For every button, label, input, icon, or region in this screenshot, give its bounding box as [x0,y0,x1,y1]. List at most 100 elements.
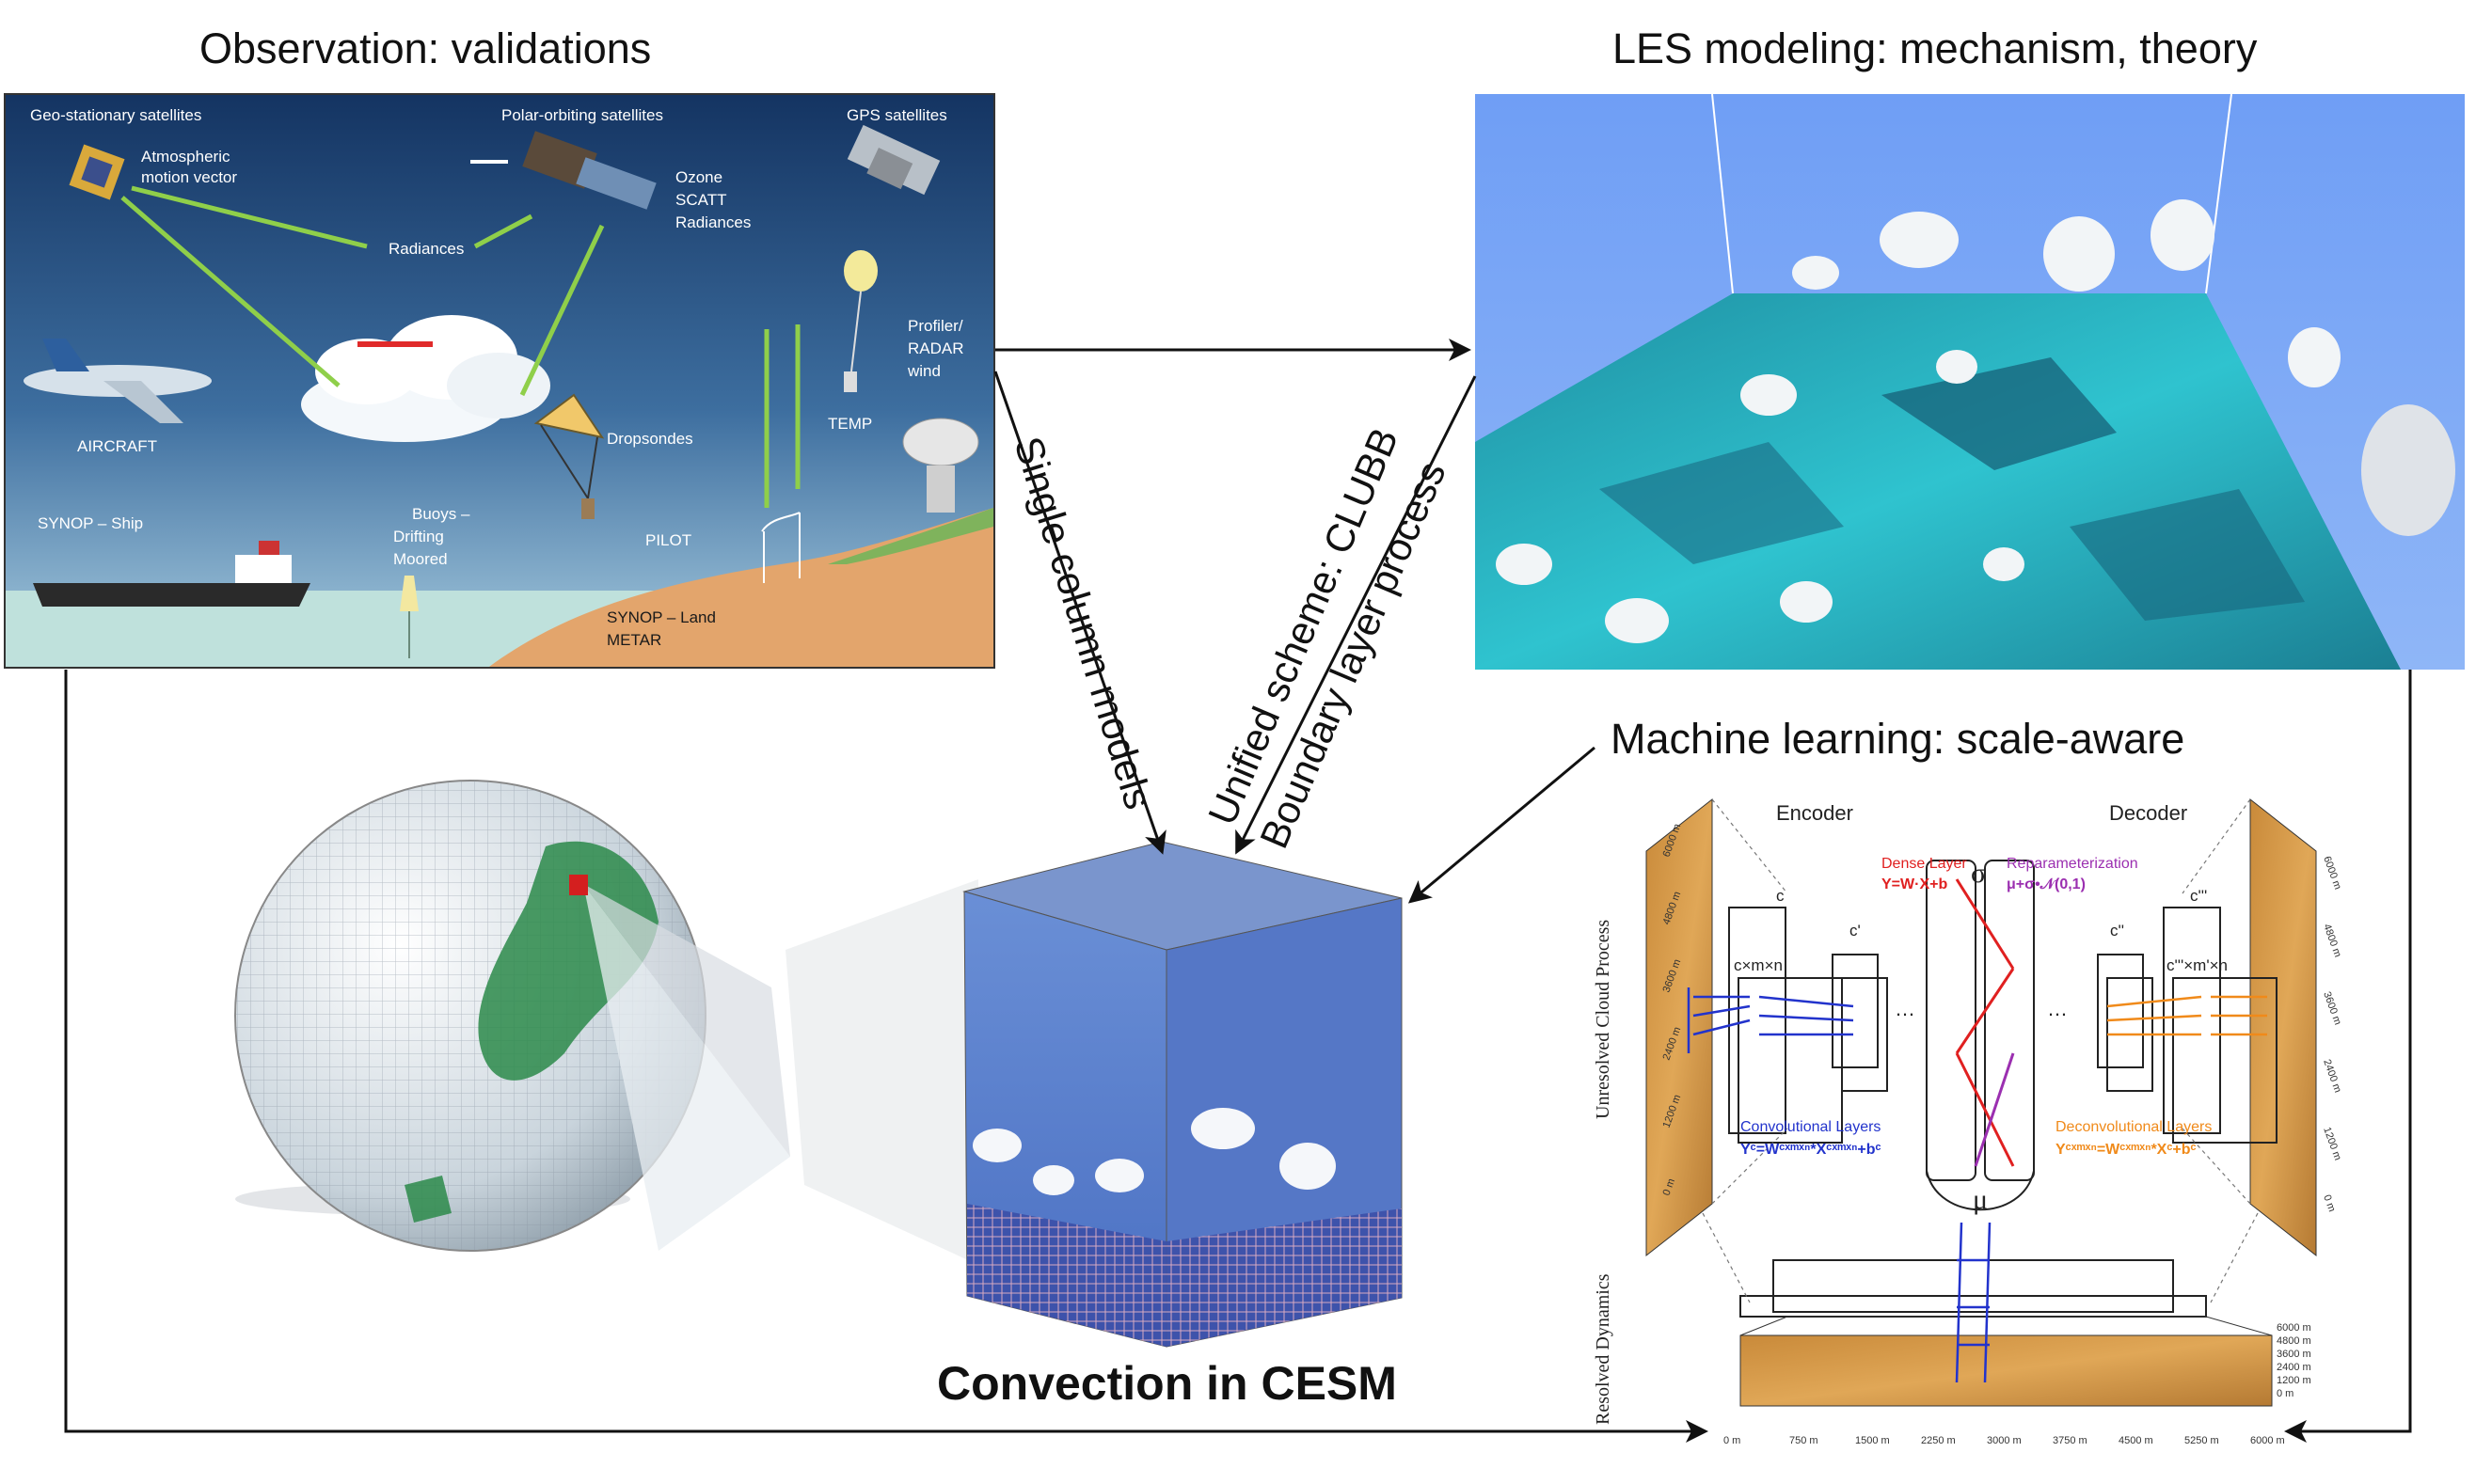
cloud-icon [301,315,550,442]
ml-cxmxn2: c'''×m'×n [2166,956,2228,974]
ml-c2: c'' [2110,922,2124,939]
ml-reparam: Reparameterization [2007,856,2138,872]
obs-label-profiler: Profiler/ [908,317,963,335]
profiler-icon [761,512,801,583]
cesm-cube [962,841,1403,1348]
observation-panel: Geo-stationary satellites Polar-orbiting… [4,93,995,669]
arrow-ml-to-cesm [1407,746,1595,904]
ml-decoder-label: Decoder [2109,801,2187,825]
buoy-icon [400,576,419,658]
obs-label-metar: METAR [607,631,661,649]
ml-c: c [1776,887,1785,905]
label-single-column: Single column models [1006,432,1161,814]
ml-dots-right: … [2047,997,2068,1020]
ml-slab-tick: 3600 m [2277,1349,2311,1360]
data-flow-arrows [120,185,801,508]
ml-left-tick: 0 m [1661,1177,1678,1197]
grid-cell-marker [569,875,588,895]
aircraft-icon [24,339,212,423]
ml-unresolved-label: Unresolved Cloud Process [1593,920,1613,1119]
ml-slab-tick: 0 m [2277,1388,2293,1399]
obs-label-pilot: PILOT [645,531,691,549]
ml-resolved-label: Resolved Dynamics [1593,1273,1613,1425]
decoder-deconv-lines [2106,995,2267,1036]
les-panel [1475,93,2465,670]
ml-panel [1645,797,2317,1407]
obs-label-buoys-1: Buoys – [412,505,470,523]
connector-arrows [64,339,2412,1443]
polar-satellite-icon [522,131,657,210]
obs-label-amv-1: Atmospheric [141,148,230,166]
les-clouds [1496,199,2455,643]
obs-label-scatt: SCATT [675,191,726,209]
ml-slab-tick: 6000 m [2277,1322,2311,1334]
observation-heading: Observation: validations [199,24,652,72]
radar-icon [902,418,979,513]
ml-c1: c' [1849,922,1861,939]
obs-label-synop-ship: SYNOP – Ship [38,514,143,532]
obs-label-wind: wind [907,362,941,380]
ml-cxmxn: c×m×n [1734,956,1783,974]
arrow-les-to-ml [2284,670,2412,1443]
dropsonde-icon [533,393,605,519]
obs-label-polar: Polar-orbiting satellites [501,106,663,124]
obs-label-radiances-2: Radiances [675,213,751,231]
ml-right-tick: 6000 m [2321,855,2343,892]
obs-label-buoys-3: Moored [393,550,448,568]
obs-label-radiances: Radiances [389,240,464,258]
obs-label-dropsondes: Dropsondes [607,430,693,448]
obs-label-radar: RADAR [908,339,964,357]
obs-label-synop-land: SYNOP – Land [607,608,716,626]
ml-bottom-tick: 6000 m [2250,1435,2285,1446]
ml-bottom-tick: 3000 m [1987,1435,2022,1446]
ml-right-tick: 4800 m [2321,923,2343,959]
encoder-blocks [1728,860,2278,1211]
ml-slab-tick: 1200 m [2277,1375,2311,1386]
ml-heading: Machine learning: scale-aware [1611,715,2185,763]
obs-label-gps: GPS satellites [847,106,947,124]
gps-satellite-icon [847,124,941,196]
ml-c3: c''' [2190,887,2207,905]
cube-clouds [973,1108,1336,1195]
encoder-conv-lines [1687,987,1854,1053]
ml-bottom-tick: 3750 m [2053,1435,2087,1446]
ml-bottom-tick: 750 m [1789,1435,1818,1446]
ml-dense-eq: Y=W·X+b [1881,876,1947,892]
ml-bottom-tick: 5250 m [2184,1435,2219,1446]
arrow-single-column [993,371,1167,855]
cesm-globe [234,780,978,1265]
ml-right-tick: 1200 m [2321,1126,2343,1162]
resolved-column-lines [1955,1222,1992,1383]
ml-mu: μ [1973,1184,1988,1215]
ml-dots-left: … [1895,997,1915,1020]
latent-lines [1955,878,2015,1167]
ml-slab-tick: 2400 m [2277,1362,2311,1373]
obs-label-amv-2: motion vector [141,168,237,186]
ml-conv-layers: Convolutional Layers [1740,1119,1881,1135]
ml-deconv-layers: Deconvolutional Layers [2055,1119,2212,1135]
ml-conv-eq: Yᶜ=Wᶜˣᵐˣⁿ*Xᶜˣᵐˣⁿ+bᶜ [1740,1142,1881,1158]
balloon-icon [844,250,878,392]
ml-bottom-tick: 1500 m [1855,1435,1890,1446]
ml-dense-layer: Dense Layer [1881,856,1967,872]
ml-right-tick: 0 m [2321,1193,2338,1213]
obs-label-ozone: Ozone [675,168,722,186]
les-heading: LES modeling: mechanism, theory [1612,24,2258,72]
ml-slab-tick: 4800 m [2277,1335,2311,1347]
ship-icon [33,541,310,607]
obs-label-temp: TEMP [828,415,872,433]
geo-satellite-icon [69,144,125,200]
ml-bottom-tick: 4500 m [2119,1435,2153,1446]
ml-bottom-tick: 2250 m [1921,1435,1956,1446]
ml-reparam-eq: μ+σ•𝒩(0,1) [2007,876,2086,892]
arrow-unified-scheme [1235,375,1477,855]
ml-right-tick: 2400 m [2321,1058,2343,1095]
obs-label-buoys-2: Drifting [393,528,444,545]
arrow-obs-to-ml-axis [64,670,1708,1443]
ml-deconv-eq: Yᶜˣᵐˣⁿ=Wᶜˣᵐˣⁿ*Xᶜ+bᶜ [2055,1142,2197,1158]
ml-encoder-label: Encoder [1776,801,1853,825]
obs-label-aircraft: AIRCRAFT [77,437,157,455]
